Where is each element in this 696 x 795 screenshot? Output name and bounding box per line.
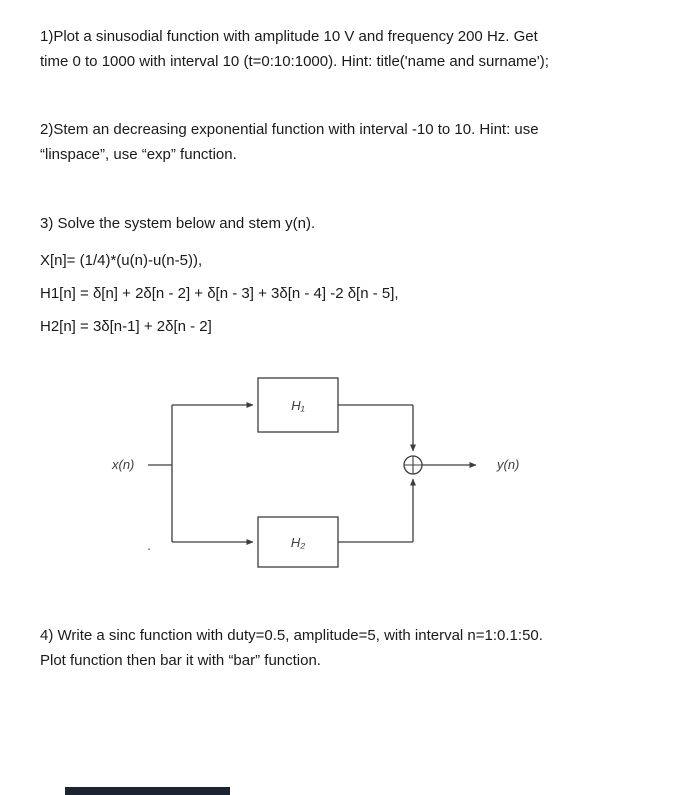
question-3-equation-h1: H1[n] = δ[n] + 2δ[n - 2] + δ[n - 3] + 3δ… <box>40 285 399 302</box>
h2-block-label: H₂ <box>291 535 305 550</box>
bottom-dark-bar <box>65 787 230 795</box>
block-diagram: x(n) H₁ H₂ y(n) . <box>111 377 519 568</box>
diagram-output-label: y(n) <box>496 457 519 472</box>
question-1-line-1: 1)Plot a sinusodial function with amplit… <box>40 28 538 45</box>
stray-dot: . <box>147 537 151 553</box>
question-3-equation-x: X[n]= (1/4)*(u(n)-u(n-5)), <box>40 252 203 269</box>
h1-block-label: H₁ <box>291 398 305 413</box>
question-3-intro: 3) Solve the system below and stem y(n). <box>40 215 316 232</box>
question-4-line-2: Plot function then bar it with “bar” fun… <box>40 652 321 669</box>
question-4-line-1: 4) Write a sinc function with duty=0.5, … <box>40 627 543 644</box>
diagram-input-label: x(n) <box>111 457 134 472</box>
question-4: 4) Write a sinc function with duty=0.5, … <box>40 623 665 673</box>
question-1: 1)Plot a sinusodial function with amplit… <box>40 24 665 74</box>
question-2: 2)Stem an decreasing exponential functio… <box>40 117 665 167</box>
h1-block <box>257 377 339 433</box>
question-3-equation-h2: H2[n] = 3δ[n-1] + 2δ[n - 2] <box>40 318 212 335</box>
question-2-line-2: “linspace”, use “exp” function. <box>40 146 237 163</box>
question-2-line-1: 2)Stem an decreasing exponential functio… <box>40 121 539 138</box>
question-1-line-2: time 0 to 1000 with interval 10 (t=0:10:… <box>40 53 549 70</box>
